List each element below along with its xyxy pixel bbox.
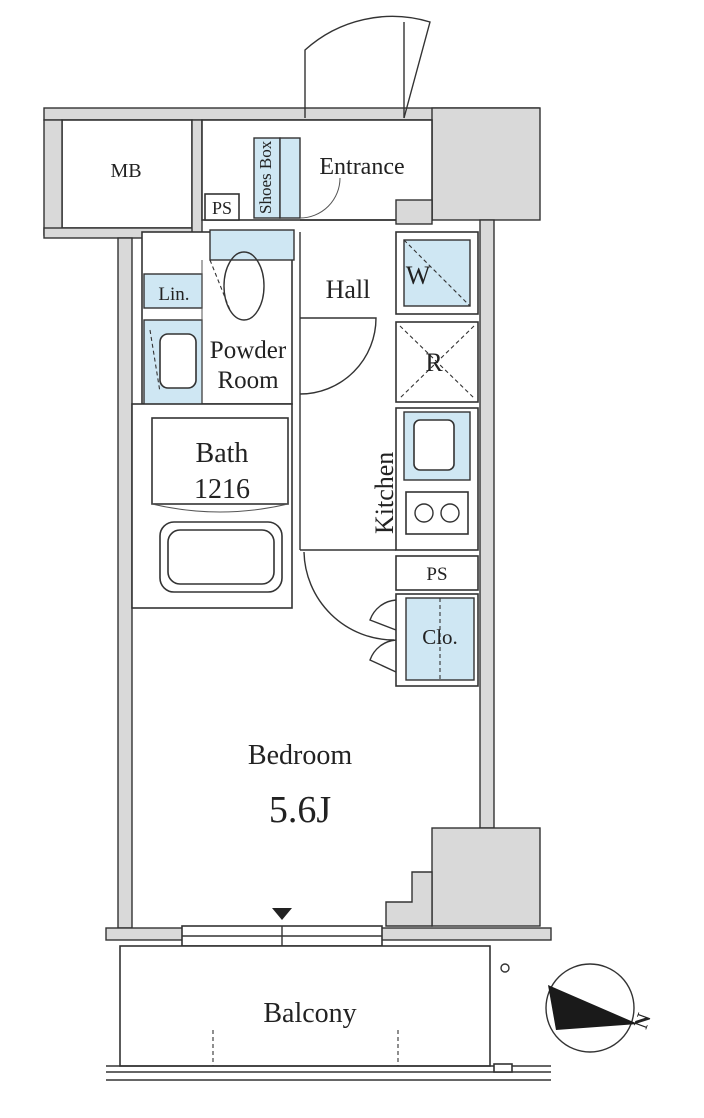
label-powder-1: Powder [210,337,287,364]
compass [545,963,638,1053]
label-bedroom-size: 5.6J [269,789,331,831]
closet-box [405,597,475,681]
entrance-area [201,119,433,221]
hall-door-swing [299,317,377,395]
bath-curve [151,503,289,513]
closet-door-1 [369,599,397,631]
label-washer: W [406,261,431,290]
toilet-dash [209,259,231,311]
kitchen-sink-basin [413,419,455,471]
closet-door-2 [369,639,397,673]
label-kitchen: Kitchen [370,452,399,534]
burner-left [414,503,434,523]
label-shoes-box: Shoes Box [256,140,275,214]
label-bedroom: Bedroom [248,740,352,771]
step-wall [385,871,433,927]
label-ps-mid: PS [426,564,447,585]
label-bath-2: 1216 [194,474,250,505]
mb-box [61,119,193,229]
label-mb: MB [110,160,141,182]
washer-dash [403,239,471,307]
compass-needle [548,985,638,1030]
label-entrance: Entrance [319,154,404,180]
burner-right [440,503,460,523]
bedroom-door-swing [303,551,395,641]
left-wall [117,237,133,929]
balcony-area [119,945,491,1067]
entry-arrow [272,908,292,920]
column-bottom-right [431,827,541,927]
balcony-drain [500,963,510,973]
ps-top-box [204,193,240,221]
sink-dash [149,329,161,393]
label-refrigerator: R [425,348,443,377]
entrance-pillar [395,199,433,225]
bath-wash-area [151,417,289,505]
ps-mid-box [395,555,479,591]
linen-cabinet [143,273,203,309]
entrance-inner-swing [299,177,341,219]
powder-sink-basin [159,333,197,389]
shoes-box-right [279,137,301,219]
label-compass-north: N [630,1010,656,1032]
toilet-bowl [223,251,265,321]
compass-ring [545,963,635,1053]
label-linen: Lin. [158,284,189,305]
mb-right-wall [191,119,203,239]
entrance-door-swing [304,15,431,119]
label-closet: Clo. [422,625,458,649]
stove [405,491,469,535]
label-bath-1: Bath [196,438,249,469]
label-ps-top: PS [212,198,232,218]
bathtub-inner [167,529,275,585]
label-balcony: Balcony [263,998,356,1029]
fridge-dash-2 [399,325,475,399]
mb-left-wall [43,119,63,236]
balcony-hatch [493,1063,513,1073]
column-top-right [431,107,541,221]
label-hall: Hall [326,275,371,304]
label-powder-2: Room [217,367,279,394]
right-wall [479,219,495,829]
